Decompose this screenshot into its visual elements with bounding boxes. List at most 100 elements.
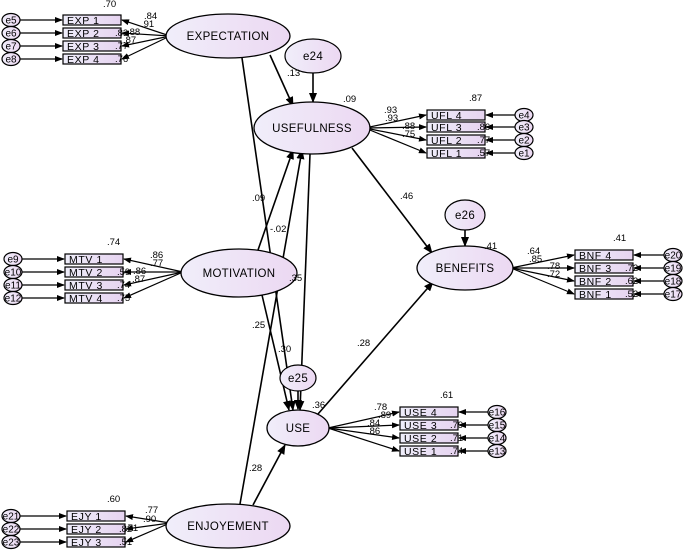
indicator-label-ufl_4: UFL 4	[431, 110, 462, 122]
disturbance-e26: e26	[444, 199, 486, 231]
loading-ejy_1: .77	[145, 505, 158, 516]
loading-arrow-ufl_2	[364, 127, 427, 142]
disturbance-e24: e24	[284, 38, 342, 74]
indicator-box-mtv_3	[64, 279, 124, 291]
r2-exp_4: .76	[115, 54, 128, 65]
coef-expectation-usefulness: .13	[287, 68, 300, 79]
loading-arrow-mtv_3	[123, 271, 184, 287]
loading-arrow-use_3	[327, 422, 400, 429]
indicator-box-ufl_4	[426, 109, 486, 121]
error-label-e2: e2	[518, 136, 530, 147]
loading-exp_1: .84	[144, 11, 157, 22]
path-enjoyement-usefulness	[239, 149, 305, 505]
loading-arrow-bnf_2	[510, 267, 575, 283]
indicator-box-ejy_3	[66, 536, 126, 548]
loading-exp_4: .87	[123, 35, 136, 46]
loading-bnf_1: .72	[547, 269, 560, 280]
latent-benefits: BENEFITS	[416, 245, 514, 291]
error-label-e19: e19	[665, 264, 682, 275]
indicator-label-bnf_2: BNF 2	[579, 276, 612, 288]
loading-arrow-ufl_3	[364, 124, 427, 131]
r2-ejy_3: .51	[119, 537, 132, 548]
error-label-e6: e6	[5, 29, 17, 40]
r2-ejy_2: .82	[119, 524, 132, 535]
path-expectation-usefulness	[269, 54, 294, 107]
indicator-label-mtv_4: MTV 4	[69, 293, 103, 305]
indicator-label-ejy_1: EJY 1	[71, 511, 102, 523]
coef-enjoyement-use: .28	[249, 463, 262, 474]
loading-arrow-ejy_1	[125, 514, 171, 524]
path-expectation-use	[241, 57, 296, 411]
r2-mtv_4: .75	[117, 293, 130, 304]
loading-arrow-use_1	[327, 427, 400, 452]
indicator-box-bnf_2	[574, 275, 634, 287]
loading-mtv_4: .87	[132, 274, 145, 285]
r2-use_3: .79	[450, 420, 463, 431]
r2-ufl_1: .57	[477, 148, 490, 159]
e24-label: e24	[303, 51, 323, 63]
indicator-label-ufl_1: UFL 1	[431, 148, 462, 160]
indicator-label-mtv_2: MTV 2	[69, 267, 103, 279]
r2-use: .36	[312, 400, 325, 411]
r2-use_2: .71	[450, 433, 463, 444]
indicator-label-ufl_3: UFL 3	[431, 122, 462, 134]
loading-use_3: .89	[378, 410, 391, 421]
indicator-label-use_2: USE 2	[404, 433, 437, 445]
error-label-e11: e11	[5, 281, 21, 292]
latent-expectation: EXPECTATION	[165, 13, 291, 59]
error-label-e13: e13	[489, 447, 506, 458]
loading-ufl_2: .88	[402, 121, 415, 132]
indicator-label-exp_3: EXP 3	[67, 41, 100, 53]
r2-exp_3: .77	[115, 41, 128, 52]
loading-mtv_1: .86	[150, 250, 163, 261]
coef-motivation-usefulness: -.02	[270, 224, 286, 235]
path-use-benefits	[317, 281, 434, 415]
loading-bnf_3: .85	[529, 254, 542, 265]
loading-ejy_3: .71	[125, 523, 138, 534]
r2-usefulness: .09	[343, 94, 356, 105]
indicator-box-ufl_2	[426, 134, 486, 146]
error-label-e8: e8	[5, 55, 17, 66]
indicator-label-bnf_1: BNF 1	[579, 289, 612, 301]
error-label-e12: e12	[5, 294, 22, 305]
loading-arrow-exp_4	[121, 35, 171, 60]
loading-arrow-ufl_1	[364, 127, 427, 154]
error-label-e20: e20	[665, 251, 682, 262]
latent-use: USE	[266, 409, 330, 447]
indicator-box-mtv_1	[64, 253, 124, 265]
error-label-e23: e23	[3, 538, 20, 549]
error-circle-e1	[514, 145, 534, 161]
error-circle-e8	[1, 51, 21, 67]
loading-bnf_2: .78	[547, 261, 560, 272]
r2-exp_1: .70	[103, 0, 116, 10]
latent-variables: e24 e26 e25 EXPECTATION USEFULNESS MOTIV…	[165, 13, 514, 549]
error-circle-e13	[487, 443, 507, 459]
loading-arrow-use_2	[327, 427, 400, 440]
indicator-box-use_3	[399, 419, 459, 431]
enjoyement-label: ENJOYEMENT	[187, 521, 269, 533]
error-label-e1: e1	[518, 149, 530, 160]
r2-mtv_2: .59	[117, 267, 130, 278]
r2-use_1: .74	[450, 446, 463, 457]
loading-ufl_4: .93	[384, 105, 397, 116]
loading-arrow-ejy_2	[125, 522, 171, 532]
loading-arrow-mtv_4	[123, 271, 184, 299]
error-label-e18: e18	[665, 277, 682, 288]
coef-usefulness-benefits: .46	[400, 191, 413, 202]
loading-ufl_3: .93	[385, 113, 398, 124]
coef-expectation-use: .09	[252, 193, 265, 204]
error-label-e7: e7	[5, 42, 17, 53]
error-label-e16: e16	[489, 408, 506, 419]
e26-label: e26	[455, 210, 475, 222]
disturbance-e25: e25	[279, 364, 317, 392]
loading-bnf_4: .64	[527, 246, 540, 257]
indicator-box-use_2	[399, 432, 459, 444]
error-label-e9: e9	[7, 255, 19, 266]
error-label-e21: e21	[3, 512, 20, 523]
indicator-box-bnf_3	[574, 262, 634, 274]
loading-ufl_1: .75	[402, 129, 415, 140]
indicator-box-exp_2	[62, 27, 122, 39]
usefulness-label: USEFULNESS	[272, 123, 352, 135]
